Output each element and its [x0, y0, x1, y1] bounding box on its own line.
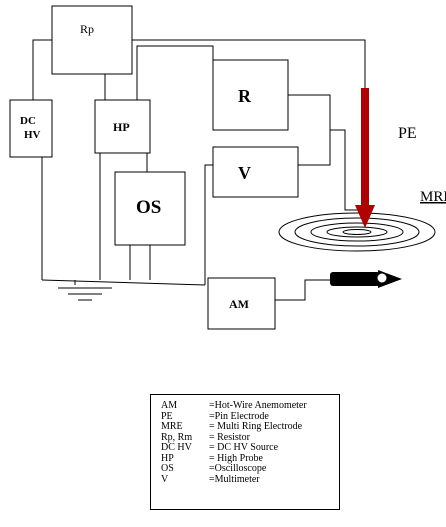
- dchv-label-line2: HV: [24, 129, 41, 141]
- hp-label: HP: [113, 120, 130, 134]
- os-label: OS: [136, 197, 161, 218]
- pin-electrode-arrow-icon: [355, 88, 375, 228]
- legend-entry: V=Multimeter: [161, 473, 260, 485]
- rp-box: [51, 5, 133, 75]
- dchv-label-line1: DC: [20, 115, 36, 127]
- legend-entry: AM=Hot-Wire Anemometer: [161, 400, 307, 411]
- rp-label: Rp: [80, 22, 94, 36]
- anemometer-probe-icon: [330, 270, 402, 288]
- pe-label: PE: [398, 125, 417, 142]
- multi-ring-electrode-icon: [278, 212, 436, 252]
- legend-entry: HP= High Probe: [161, 452, 263, 464]
- dchv-box: [9, 99, 53, 158]
- legend-entry: DC HV= DC HV Source: [161, 442, 279, 453]
- legend-box: AM=Hot-Wire Anemometer PE=Pin Electrode …: [150, 394, 340, 510]
- am-label: AM: [229, 297, 249, 311]
- am-box: [207, 277, 276, 330]
- legend-entry: Rp, Rm= Resistor: [161, 431, 250, 443]
- legend-entry: OS=Oscilloscope: [161, 463, 267, 474]
- legend-entry: MRE= Multi Ring Electrode: [161, 421, 303, 432]
- ground-icon: [58, 287, 112, 301]
- r-label: R: [238, 86, 252, 106]
- legend-entry: PE=Pin Electrode: [161, 410, 269, 422]
- v-label: V: [238, 163, 251, 183]
- hp-box: [94, 99, 151, 154]
- wires: [32, 39, 366, 301]
- v-box: [212, 146, 299, 198]
- mre-label: MRE: [420, 189, 446, 205]
